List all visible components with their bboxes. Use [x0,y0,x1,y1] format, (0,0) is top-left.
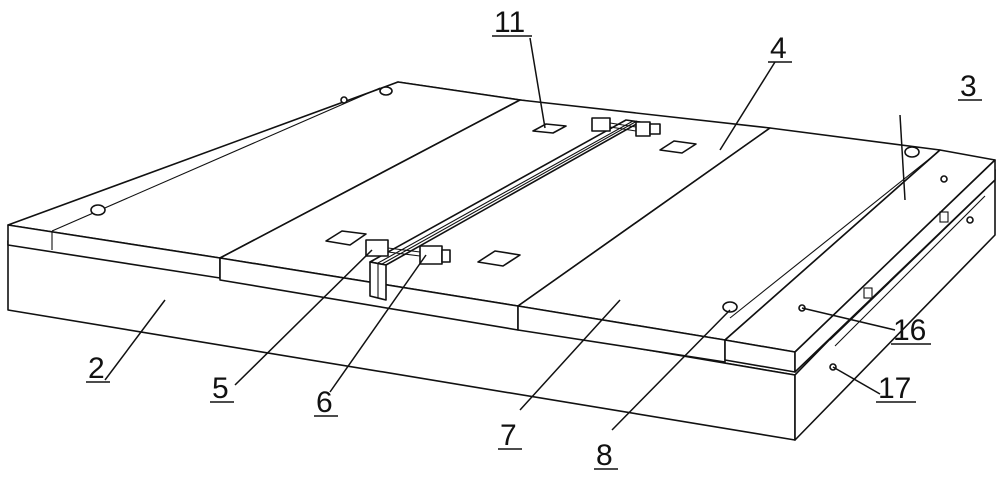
callout-4: 4 [770,32,787,65]
callout-11: 11 [494,6,525,39]
callout-2: 2 [88,352,105,385]
callout-5: 5 [212,372,229,405]
callout-7: 7 [500,419,517,452]
callout-3: 3 [960,70,977,103]
callout-6: 6 [316,386,333,419]
callout-8: 8 [596,439,613,472]
callout-17: 17 [878,372,911,405]
callout-16: 16 [893,314,926,347]
